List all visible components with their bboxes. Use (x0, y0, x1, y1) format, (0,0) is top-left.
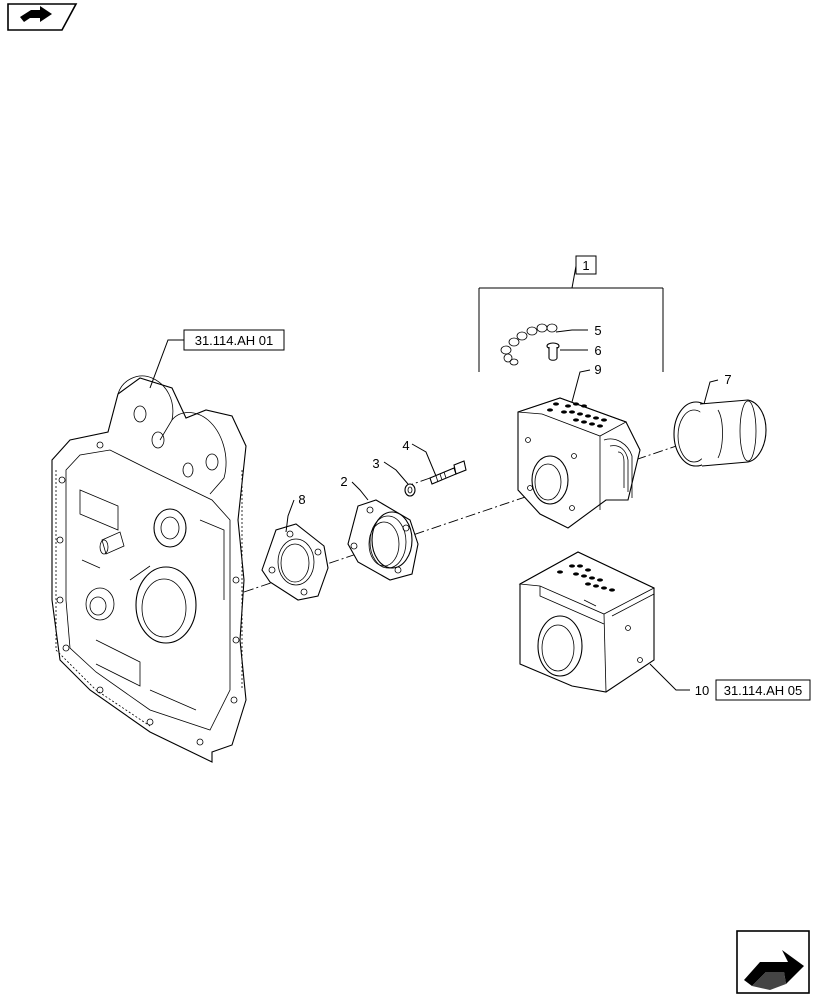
reference-box-lower[interactable]: 31.114.AH 05 (715, 679, 811, 701)
callout-3: 3 (372, 456, 379, 471)
callout-8: 8 (298, 492, 305, 507)
cover-9 (517, 397, 641, 529)
svg-text:31.114.AH 05: 31.114.AH 05 (724, 683, 803, 698)
flange-2 (347, 499, 419, 581)
callout-5: 5 (594, 323, 601, 338)
kit-bracket (478, 265, 664, 372)
boot-7 (673, 399, 767, 467)
bolt-axis-line (409, 477, 431, 486)
leader-lines (149, 329, 719, 691)
bolt-4 (429, 460, 467, 485)
view-arrow-icon[interactable] (7, 3, 78, 31)
svg-text:1: 1 (582, 258, 589, 273)
callout-4: 4 (402, 438, 409, 453)
callout-2: 2 (340, 474, 347, 489)
transmission-housing (51, 375, 247, 763)
gasket-8 (261, 523, 329, 601)
callout-9: 9 (594, 362, 601, 377)
callout-6: 6 (594, 343, 601, 358)
reference-box-upper[interactable]: 31.114.AH 01 (183, 329, 285, 351)
kit-callout-box: 1 (575, 255, 597, 275)
pin-6 (546, 342, 560, 361)
next-page-arrow-icon[interactable] (736, 930, 810, 994)
washer-3 (404, 483, 416, 497)
chain-5 (500, 323, 558, 366)
callout-10: 10 (695, 683, 709, 698)
callout-7: 7 (724, 372, 731, 387)
shield-10 (518, 551, 655, 693)
svg-text:31.114.AH 01: 31.114.AH 01 (195, 333, 274, 348)
